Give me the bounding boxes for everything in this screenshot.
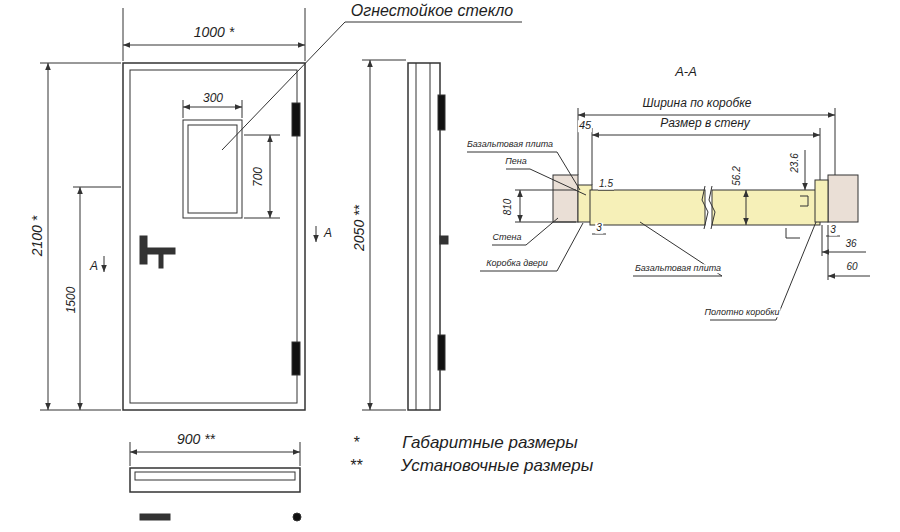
- legend-text: Габаритные размеры: [401, 434, 579, 452]
- dimension-label: Размер в стену: [659, 117, 751, 130]
- section-mark: A: [89, 260, 99, 273]
- dimension-label: Ширина по коробке: [641, 97, 752, 110]
- dimension-label: 3: [829, 225, 837, 236]
- section-title: А-А: [674, 65, 698, 79]
- callout-label: Полотно коробки: [704, 308, 781, 317]
- section-mark: A: [323, 227, 333, 240]
- callout-label: Пена: [504, 157, 528, 166]
- dimension-label: 36: [844, 239, 857, 250]
- callout-label: Коробка двери: [485, 259, 549, 268]
- legend-text: Установочные размеры: [400, 457, 595, 475]
- callout-label: Базальтовая плита: [634, 264, 722, 273]
- legend-symbol: *: [352, 435, 360, 452]
- dimension-label: 45: [578, 120, 592, 132]
- dimension-label: 56.2: [732, 165, 743, 186]
- dimension-label: 1500: [65, 286, 78, 315]
- dimension-label: 60: [845, 262, 858, 273]
- legend-symbol: **: [349, 458, 363, 475]
- callout-label: Огнестойкое стекло: [350, 3, 514, 20]
- dimension-label: 700: [252, 166, 265, 188]
- dimension-label: 23.6: [790, 152, 801, 173]
- callout-label: Стена: [492, 233, 523, 242]
- dimension-label: 810: [503, 198, 514, 217]
- dimension-label: 300: [202, 92, 224, 105]
- dimension-label: 1000 *: [193, 25, 235, 40]
- dimension-label: 900 **: [176, 432, 216, 447]
- dimension-label: 3: [595, 223, 603, 234]
- dimension-label: 1.5: [598, 179, 614, 190]
- dimension-label: 2100 *: [30, 215, 45, 257]
- dimension-label: 2050 **: [352, 204, 367, 252]
- callout-label: Базальтовая плита: [466, 140, 554, 149]
